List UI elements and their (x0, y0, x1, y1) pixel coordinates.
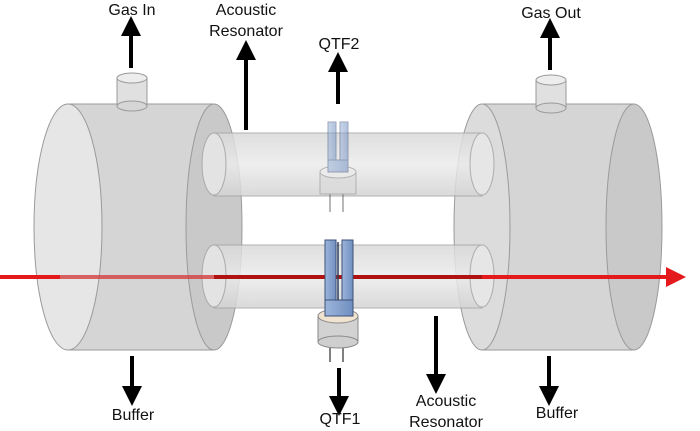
qtf1-tuning-fork (317, 239, 359, 362)
gas-inlet-port (116, 72, 148, 112)
acoustic-resonator-bottom-label-line1: Acoustic (416, 393, 476, 410)
gas-in-label: Gas In (108, 2, 155, 19)
qtf2-tuning-fork (319, 121, 357, 212)
gas-out-label: Gas Out (521, 5, 581, 22)
acoustic-resonator-top-label-line1: Acoustic (216, 2, 276, 19)
gas-outlet-port (535, 74, 567, 114)
buffer-left-label: Buffer (112, 407, 155, 424)
buffer-right-label: Buffer (536, 405, 579, 422)
acoustic-resonator-top-label-line2: Resonator (209, 23, 283, 40)
acoustic-resonator-bottom-label-line2: Resonator (409, 414, 483, 431)
qtf2-label: QTF2 (319, 36, 360, 53)
qtf1-label: QTF1 (320, 411, 361, 428)
